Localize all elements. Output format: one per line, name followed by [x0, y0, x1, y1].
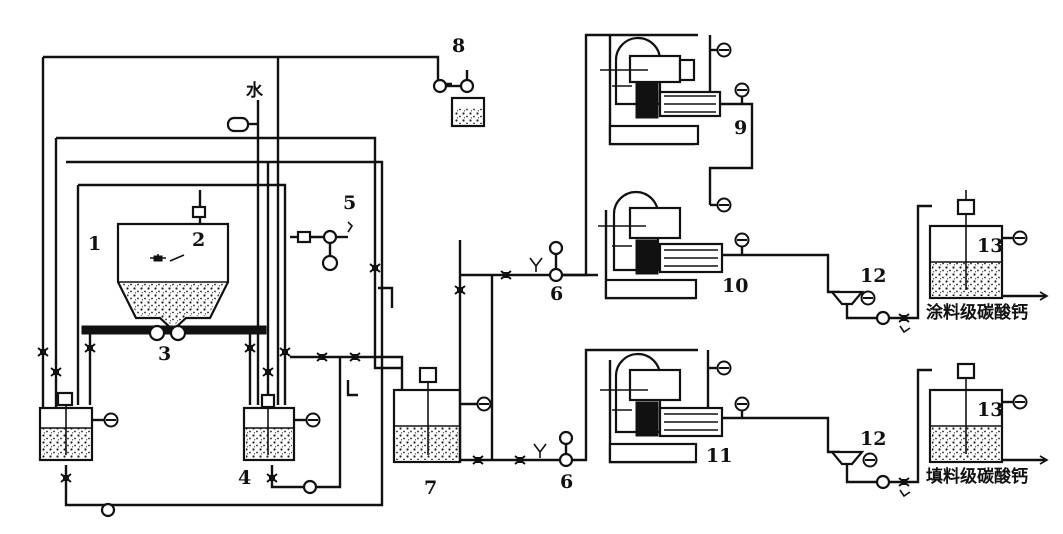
label-coating-grade-calcium-carbonate: 涂料级碳酸钙 [926, 302, 1028, 323]
label-water: 水 [246, 80, 264, 101]
water-inlet [226, 116, 258, 133]
mill-10 [598, 190, 840, 300]
label-1: 1 [88, 233, 101, 255]
label-3: 3 [158, 343, 171, 365]
separator-12-upper [829, 204, 932, 334]
label-6-upper: 6 [550, 283, 563, 305]
label-6-lower: 6 [560, 471, 573, 493]
feed-tank-left [38, 391, 119, 462]
pipe-fittings [37, 263, 484, 518]
slurry-tank-7 [392, 240, 598, 464]
label-filler-grade-calcium-carbonate: 填料级碳酸钙 [926, 466, 1028, 487]
pump-6-upper [500, 33, 698, 283]
label-8: 8 [452, 35, 465, 57]
label-13-upper: 13 [977, 235, 1003, 257]
label-10: 10 [722, 275, 748, 297]
label-12-upper: 12 [860, 265, 886, 287]
label-9: 9 [734, 117, 747, 139]
label-13-lower: 13 [977, 399, 1003, 421]
labels: 1 2 3 4 5 6 6 7 8 9 10 11 12 12 13 13 水 … [88, 35, 1028, 499]
product-tank-13-lower [928, 362, 1049, 465]
mill-9 [600, 35, 754, 190]
settling-tank-1 [81, 190, 267, 342]
label-12-lower: 12 [860, 428, 886, 450]
label-11: 11 [706, 445, 732, 467]
mill-11 [600, 350, 840, 464]
label-5: 5 [343, 192, 356, 214]
label-7: 7 [424, 477, 437, 499]
separator-12-lower [829, 368, 932, 498]
pump-5 [296, 221, 354, 272]
feed-tank-4 [242, 393, 321, 462]
label-4: 4 [238, 467, 251, 489]
pump-6-lower [514, 348, 698, 468]
label-2: 2 [192, 229, 205, 251]
dosing-unit-8 [432, 70, 486, 128]
product-tank-13-upper [928, 190, 1049, 301]
